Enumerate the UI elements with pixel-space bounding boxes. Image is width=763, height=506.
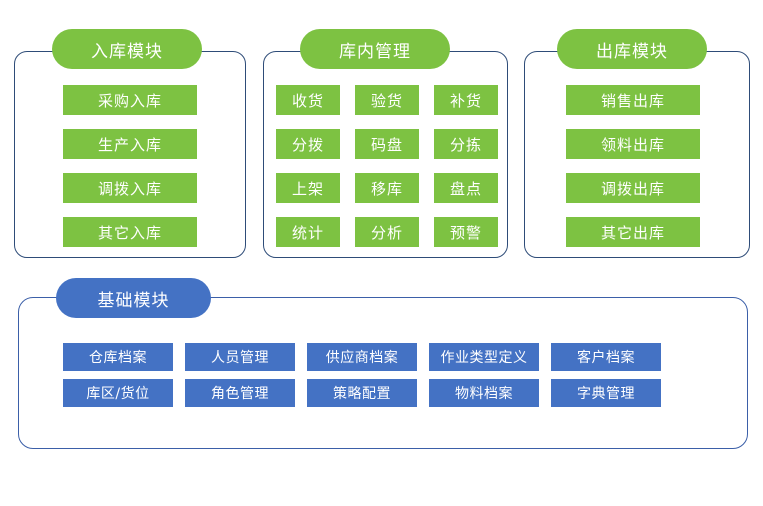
tile-group-inbound: 采购入库 生产入库 调拨入库 其它入库 (63, 85, 197, 247)
tile-inbound-purchase[interactable]: 采购入库 (63, 85, 197, 115)
tile-inbound-production[interactable]: 生产入库 (63, 129, 197, 159)
tile-sort[interactable]: 分拣 (434, 129, 498, 159)
tile-allocate[interactable]: 分拨 (276, 129, 340, 159)
tile-supplier-archive[interactable]: 供应商档案 (307, 343, 417, 371)
tile-inbound-transfer[interactable]: 调拨入库 (63, 173, 197, 203)
tile-replenish[interactable]: 补货 (434, 85, 498, 115)
tile-stocktake[interactable]: 盘点 (434, 173, 498, 203)
tile-inspect[interactable]: 验货 (355, 85, 419, 115)
tile-warehouse-archive[interactable]: 仓库档案 (63, 343, 173, 371)
panel-header-outbound[interactable]: 出库模块 (557, 29, 707, 69)
tile-role-mgmt[interactable]: 角色管理 (185, 379, 295, 407)
tile-receive[interactable]: 收货 (276, 85, 340, 115)
panel-header-basic[interactable]: 基础模块 (56, 278, 211, 318)
tile-palletize[interactable]: 码盘 (355, 129, 419, 159)
panel-basic (18, 297, 748, 449)
tile-group-basic: 仓库档案 人员管理 供应商档案 作业类型定义 客户档案 库区/货位 角色管理 策… (63, 343, 661, 407)
tile-dictionary-mgmt[interactable]: 字典管理 (551, 379, 661, 407)
tile-personnel-mgmt[interactable]: 人员管理 (185, 343, 295, 371)
tile-group-outbound: 销售出库 领料出库 调拨出库 其它出库 (566, 85, 700, 247)
tile-putaway[interactable]: 上架 (276, 173, 340, 203)
tile-statistics[interactable]: 统计 (276, 217, 340, 247)
panel-header-in-warehouse[interactable]: 库内管理 (300, 29, 450, 69)
tile-outbound-sales[interactable]: 销售出库 (566, 85, 700, 115)
tile-material-archive[interactable]: 物料档案 (429, 379, 539, 407)
tile-customer-archive[interactable]: 客户档案 (551, 343, 661, 371)
tile-group-in-warehouse: 收货 验货 补货 分拨 码盘 分拣 上架 移库 盘点 统计 分析 预警 (276, 85, 498, 247)
tile-move[interactable]: 移库 (355, 173, 419, 203)
tile-outbound-other[interactable]: 其它出库 (566, 217, 700, 247)
tile-outbound-picking[interactable]: 领料出库 (566, 129, 700, 159)
panel-header-inbound[interactable]: 入库模块 (52, 29, 202, 69)
tile-alert[interactable]: 预警 (434, 217, 498, 247)
tile-zone-location[interactable]: 库区/货位 (63, 379, 173, 407)
tile-strategy-config[interactable]: 策略配置 (307, 379, 417, 407)
tile-analysis[interactable]: 分析 (355, 217, 419, 247)
tile-task-type-def[interactable]: 作业类型定义 (429, 343, 539, 371)
tile-outbound-transfer[interactable]: 调拨出库 (566, 173, 700, 203)
tile-inbound-other[interactable]: 其它入库 (63, 217, 197, 247)
